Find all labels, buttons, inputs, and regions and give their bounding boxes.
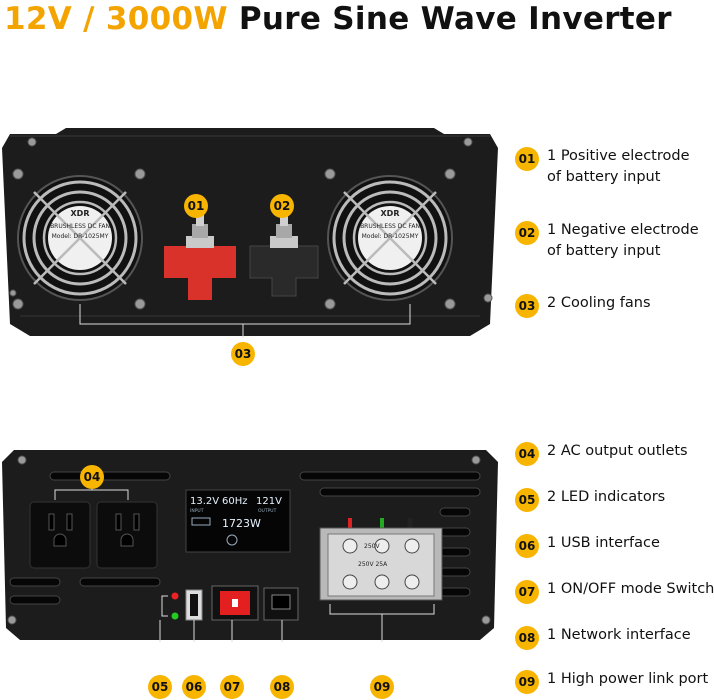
power-switch[interactable]	[211, 585, 259, 621]
network-port[interactable]	[263, 587, 299, 621]
callout-badge-02: 02	[270, 194, 294, 218]
negative-terminal[interactable]	[249, 214, 319, 297]
title-rest: Pure Sine Wave Inverter	[238, 1, 672, 37]
ac-outlet-right[interactable]	[96, 501, 158, 569]
display-output-label: OUTPUT	[258, 508, 277, 514]
fan-brand-right: XDR	[381, 209, 400, 218]
legend-text: 1 Positive electrode of battery input	[547, 148, 690, 185]
callout-badge-07: 07	[220, 675, 244, 699]
legend-text: 1 Network interface	[547, 627, 691, 643]
legend-item-01: 01 1 Positive electrode of battery input	[515, 146, 707, 188]
display-frequency: 60Hz	[222, 496, 248, 507]
callout-badge-09: 09	[370, 675, 394, 699]
cooling-fan-left: XDR BRUSHLESS DC FAN Model: DR-1025MY	[17, 175, 143, 301]
lcd-display: 13.2V 60Hz 121V INPUT OUTPUT 1723W	[185, 489, 291, 553]
legend-number: 09	[515, 670, 539, 694]
legend-number: 01	[515, 147, 539, 171]
legend-text: 2 AC output outlets	[547, 443, 688, 459]
legend-number: 06	[515, 534, 539, 558]
ac-outlet-left[interactable]	[29, 501, 91, 569]
legend-text: 2 LED indicators	[547, 489, 666, 505]
led-indicators	[161, 592, 179, 620]
terminal-label-bottom: 250V 25A	[358, 561, 388, 568]
legend-item-08: 08 1 Network interface	[515, 625, 691, 650]
dc-input-panel: XDR BRUSHLESS DC FAN Model: DR-1025MY XD…	[2, 128, 498, 338]
legend-number: 04	[515, 442, 539, 466]
legend-text: 1 USB interface	[547, 535, 660, 551]
display-input-voltage: 13.2V	[190, 496, 219, 507]
fan-label-line2: Model: DR-1025MY	[52, 233, 109, 240]
legend-number: 08	[515, 626, 539, 650]
legend-item-05: 05 2 LED indicators	[515, 487, 665, 512]
legend-text: 1 High power link port	[547, 671, 709, 687]
legend-item-06: 06 1 USB interface	[515, 533, 660, 558]
callout-badge-03: 03	[231, 342, 255, 366]
legend-number: 05	[515, 488, 539, 512]
title-accent: 12V / 3000W	[4, 1, 228, 37]
legend-item-02: 02 1 Negative electrode of battery input	[515, 220, 707, 262]
page-title: 12V / 3000W Pure Sine Wave Inverter	[4, 0, 672, 38]
callout-badge-06: 06	[182, 675, 206, 699]
fan-label-line1-right: BRUSHLESS DC FAN	[360, 223, 420, 230]
callout-badge-01: 01	[184, 194, 208, 218]
callout-badge-08: 08	[270, 675, 294, 699]
legend-number: 02	[515, 221, 539, 245]
callout-badge-05: 05	[148, 675, 172, 699]
fan-label-line1: BRUSHLESS DC FAN	[50, 223, 110, 230]
display-input-label: INPUT	[190, 508, 204, 514]
legend-text: 2 Cooling fans	[547, 295, 651, 311]
legend-item-09: 09 1 High power link port	[515, 669, 709, 694]
legend-item-04: 04 2 AC output outlets	[515, 441, 688, 466]
display-output-voltage: 121V	[256, 496, 282, 507]
fan-brand: XDR	[71, 209, 90, 218]
ac-output-panel: 13.2V 60Hz 121V INPUT OUTPUT 1723W	[2, 450, 498, 642]
positive-terminal[interactable]	[164, 214, 236, 300]
legend-item-07: 07 1 ON/OFF mode Switch	[515, 579, 714, 604]
high-power-terminal[interactable]: 250V 250V 25A	[319, 518, 443, 601]
legend-item-03: 03 2 Cooling fans	[515, 293, 651, 318]
fan-label-line2-right: Model: DR-1025MY	[362, 233, 419, 240]
legend-number: 07	[515, 580, 539, 604]
usb-port[interactable]	[185, 589, 203, 621]
display-power: 1723W	[222, 517, 261, 530]
screw-icon	[9, 137, 493, 310]
callout-badge-04: 04	[80, 465, 104, 489]
terminal-label-top: 250V	[364, 543, 380, 550]
legend-text: 1 ON/OFF mode Switch	[547, 581, 714, 597]
legend-number: 03	[515, 294, 539, 318]
legend-text: 1 Negative electrode of battery input	[547, 222, 699, 259]
cooling-fan-right: XDR BRUSHLESS DC FAN Model: DR-1025MY	[327, 175, 453, 301]
